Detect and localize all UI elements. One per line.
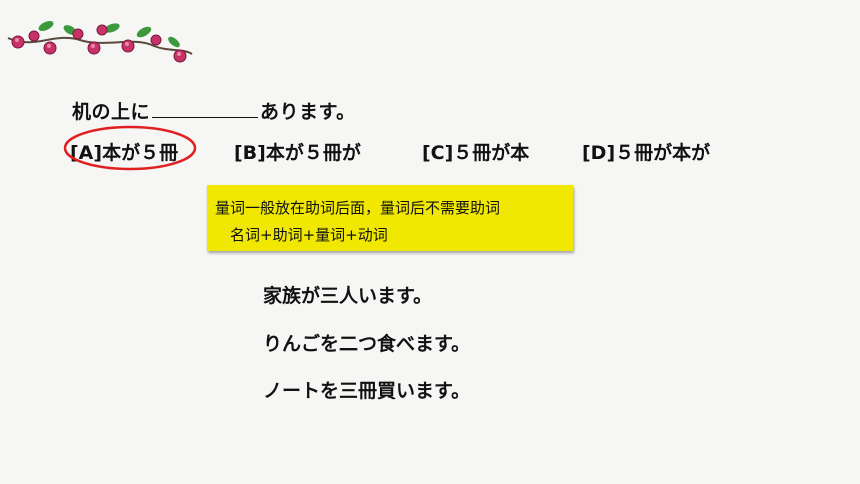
grammar-note: 量词一般放在助词后面，量词后不需要助词 名词+助词+量词+动词 — [207, 185, 573, 251]
option-d: [D]５冊が本が — [582, 142, 711, 164]
option-a: [A]本が５冊 — [70, 142, 179, 164]
question-suffix: あります。 — [260, 101, 356, 123]
question-sentence: 机の上に あります。 — [72, 97, 356, 124]
answer-circle-marker — [63, 125, 197, 171]
example-sentence-3: ノートを三冊買います。 — [263, 380, 471, 402]
flower-branch-icon — [7, 21, 193, 63]
note-line-1: 量词一般放在助词后面，量词后不需要助词 — [215, 199, 501, 217]
answer-blank — [152, 101, 259, 118]
example-sentence-1: 家族が三人います。 — [263, 285, 433, 307]
question-prefix: 机の上に — [72, 101, 151, 123]
note-line-2: 名词+助词+量词+动词 — [230, 226, 388, 244]
example-sentence-2: りんごを二つ食べます。 — [263, 333, 471, 355]
option-b: [B]本が５冊が — [234, 142, 361, 164]
option-c: [C]５冊が本 — [422, 142, 530, 164]
